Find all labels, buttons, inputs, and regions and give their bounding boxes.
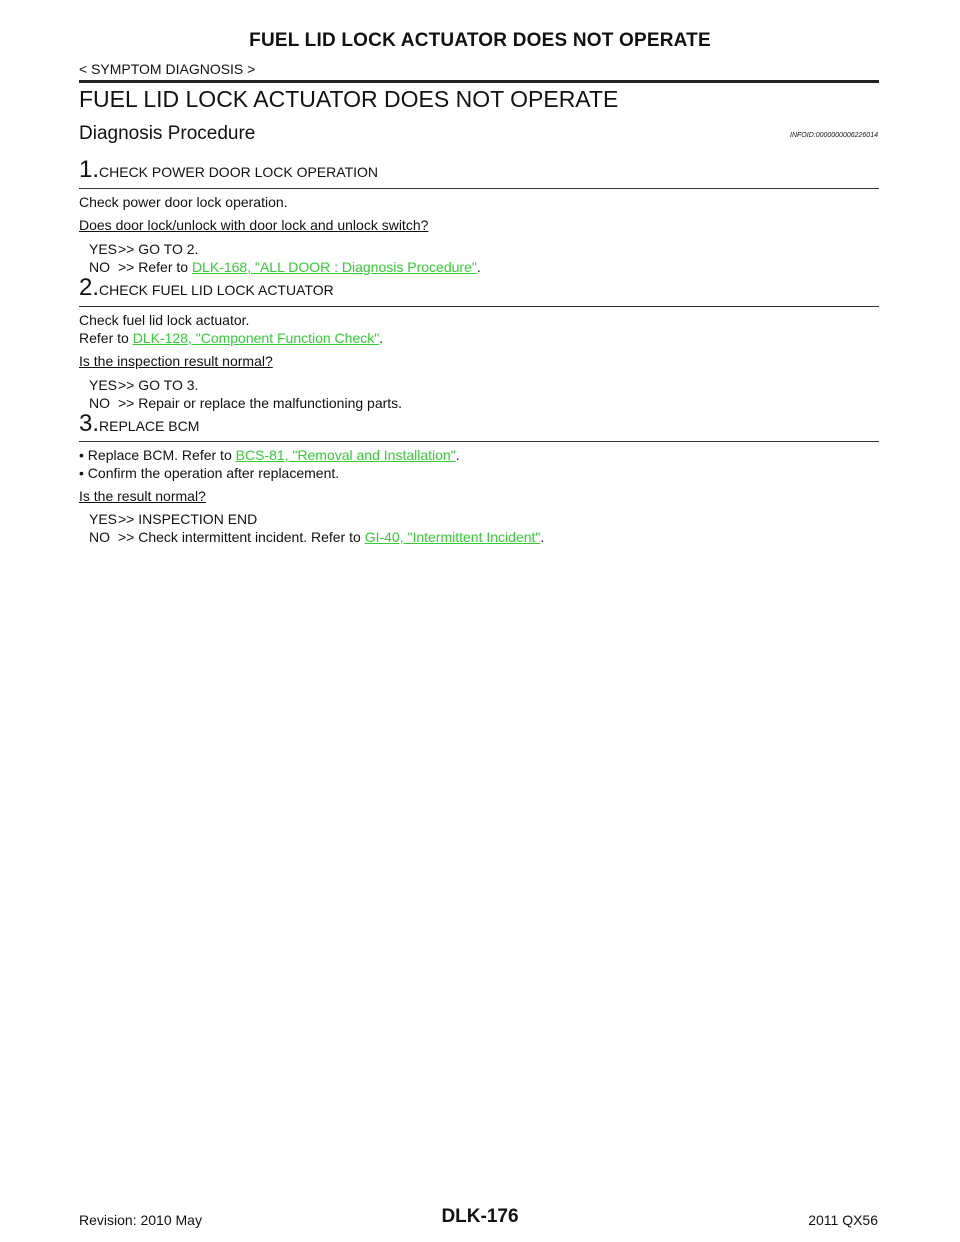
footer-page-number: DLK-176 (441, 1206, 519, 1227)
breadcrumb: < SYMPTOM DIAGNOSIS > (79, 61, 256, 77)
step-2-instruction: Check fuel lid lock actuator. (79, 312, 250, 328)
step-2-title: CHECK FUEL LID LOCK ACTUATOR (99, 282, 334, 298)
step-2-no-text: >> Repair or replace the malfunctioning … (118, 395, 403, 411)
step-3-yes-row: YES>> INSPECTION END (89, 510, 257, 528)
step-3-no-prefix: >> Check intermittent incident. Refer to (118, 529, 365, 545)
step-1-divider (79, 188, 879, 189)
section-subtitle: Diagnosis Procedure (79, 123, 256, 144)
step-3-intermittent-link[interactable]: GI-40, "Intermittent Incident" (364, 529, 541, 545)
step-3-heading: 3.REPLACE BCM (79, 410, 199, 438)
step-1-question: Does door lock/unlock with door lock and… (79, 217, 429, 233)
page-header-title: FUEL LID LOCK ACTUATOR DOES NOT OPERATE (249, 30, 711, 51)
step-2-reference-link[interactable]: DLK-128, "Component Function Check" (132, 330, 380, 346)
step-2-refer-prefix: Refer to (79, 330, 133, 346)
header-divider (79, 80, 879, 83)
step-3-bullet-1: • Replace BCM. Refer to BCS-81, "Removal… (79, 446, 460, 464)
step-3-bullet-1-prefix: • Replace BCM. Refer to (79, 447, 236, 463)
step-1-no-prefix: >> Refer to (118, 259, 192, 275)
section-title: FUEL LID LOCK ACTUATOR DOES NOT OPERATE (79, 86, 619, 112)
step-2-no-row: NO >> Repair or replace the malfunctionin… (89, 394, 402, 412)
step-3-number: 3. (79, 410, 100, 437)
step-3-no-key: NO (89, 529, 110, 545)
step-2-no-key: NO (89, 395, 110, 411)
info-id: INFOID:0000000006226014 (790, 132, 878, 139)
step-1-instruction: Check power door lock operation. (79, 194, 288, 210)
step-2-refer-row: Refer to DLK-128, "Component Function Ch… (79, 329, 383, 347)
step-3-yes-text: >> INSPECTION END (118, 511, 258, 527)
step-2-heading: 2.CHECK FUEL LID LOCK ACTUATOR (79, 274, 334, 302)
step-2-yes-key: YES (89, 377, 118, 393)
step-1-yes-row: YES>> GO TO 2. (89, 240, 198, 258)
step-1-heading: 1.CHECK POWER DOOR LOCK OPERATION (79, 156, 378, 184)
step-1-yes-key: YES (89, 241, 118, 257)
step-2-divider (79, 306, 879, 307)
step-1-number: 1. (79, 156, 100, 183)
footer-model: 2011 QX56 (808, 1212, 878, 1228)
step-1-no-suffix: . (476, 259, 481, 275)
step-2-yes-row: YES>> GO TO 3. (89, 376, 198, 394)
step-3-no-row: NO >> Check intermittent incident. Refer … (89, 528, 544, 546)
step-2-yes-text: >> GO TO 3. (118, 377, 199, 393)
step-3-reference-link[interactable]: BCS-81, "Removal and Installation" (235, 447, 456, 463)
step-3-bullet-1-suffix: . (455, 447, 460, 463)
step-1-yes-text: >> GO TO 2. (118, 241, 199, 257)
step-3-divider (79, 441, 879, 442)
step-3-title: REPLACE BCM (99, 418, 200, 434)
step-3-bullet-2: • Confirm the operation after replacemen… (79, 465, 340, 481)
step-1-title: CHECK POWER DOOR LOCK OPERATION (99, 164, 379, 180)
step-2-number: 2. (79, 274, 100, 301)
step-2-question: Is the inspection result normal? (79, 353, 273, 369)
step-2-refer-suffix: . (379, 330, 384, 346)
step-1-no-row: NO >> Refer to DLK-168, "ALL DOOR : Diagn… (89, 258, 481, 276)
step-3-yes-key: YES (89, 511, 118, 527)
step-3-no-suffix: . (540, 529, 545, 545)
step-3-question: Is the result normal? (79, 488, 206, 504)
footer-revision: Revision: 2010 May (79, 1212, 202, 1228)
step-1-reference-link[interactable]: DLK-168, "ALL DOOR : Diagnosis Procedure… (191, 259, 477, 275)
step-1-no-key: NO (89, 259, 110, 275)
